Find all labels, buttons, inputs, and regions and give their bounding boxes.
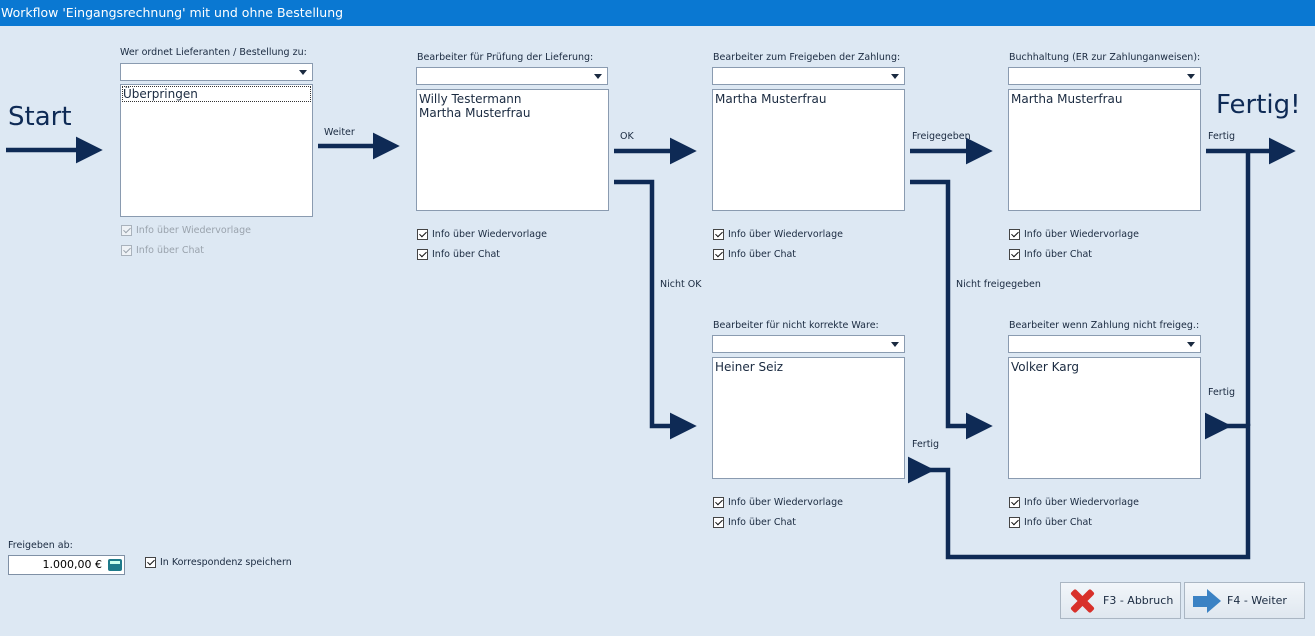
checkbox-icon[interactable] <box>145 556 156 568</box>
freigabe-info-wiedervorlage[interactable]: Info über Wiedervorlage <box>713 227 843 241</box>
list-item[interactable]: Überpringen <box>122 86 311 102</box>
freigabe-info-chat[interactable]: Info über Chat <box>713 247 796 261</box>
freigeben-label: Freigeben ab: <box>8 540 73 551</box>
nicht-korrekt-list[interactable]: Heiner Seiz <box>712 357 905 479</box>
buchhaltung-info-wiedervorlage[interactable]: Info über Wiedervorlage <box>1009 227 1139 241</box>
nicht-korrekt-select[interactable] <box>712 335 905 353</box>
chevron-down-icon[interactable] <box>590 68 607 84</box>
chevron-down-icon[interactable] <box>1183 336 1200 352</box>
chevron-down-icon[interactable] <box>887 68 904 84</box>
nicht-korrekt-label: Bearbeiter für nicht korrekte Ware: <box>713 320 879 331</box>
freigabe-label: Bearbeiter zum Freigeben der Zahlung: <box>713 52 901 63</box>
list-item[interactable]: Martha Musterfrau <box>1011 92 1123 106</box>
list-item[interactable]: Volker Karg <box>1011 360 1079 374</box>
nicht-korrekt-info-wiedervorlage[interactable]: Info über Wiedervorlage <box>713 495 843 509</box>
close-icon <box>1069 589 1095 613</box>
list-item[interactable]: Heiner Seiz <box>715 360 784 374</box>
nicht-freigegeben-label: Bearbeiter wenn Zahlung nicht freigeg.: <box>1009 320 1200 331</box>
checkbox-icon[interactable] <box>713 228 724 240</box>
checkbox-icon[interactable] <box>1009 228 1020 240</box>
buchhaltung-label: Buchhaltung (ER zur Zahlunganweisen): <box>1009 52 1201 63</box>
nicht-korrekt-info-chat[interactable]: Info über Chat <box>713 515 796 529</box>
checkbox-icon[interactable] <box>417 228 428 240</box>
edge-weiter: Weiter <box>324 127 355 138</box>
checkbox-icon[interactable] <box>713 516 724 528</box>
edge-ok: OK <box>620 131 634 142</box>
chevron-down-icon[interactable] <box>887 336 904 352</box>
checkbox-icon[interactable] <box>1009 248 1020 260</box>
freigabe-select[interactable] <box>712 67 905 85</box>
korrespondenz-checkbox[interactable]: In Korrespondenz speichern <box>145 555 292 569</box>
checkbox-icon <box>121 244 132 256</box>
chevron-down-icon[interactable] <box>295 64 312 80</box>
window-title: Workflow 'Eingangsrechnung' mit und ohne… <box>0 0 1315 26</box>
edge-nicht-freigegeben: Nicht freigegeben <box>956 279 1041 290</box>
zuordnung-list[interactable]: Überpringen <box>120 84 313 217</box>
calculator-icon[interactable] <box>108 559 122 571</box>
end-label: Fertig! <box>1216 90 1301 120</box>
pruefung-label: Bearbeiter für Prüfung der Lieferung: <box>417 52 594 63</box>
chevron-down-icon[interactable] <box>1183 68 1200 84</box>
cancel-button[interactable]: F3 - Abbruch <box>1060 582 1181 619</box>
freigabe-list[interactable]: Martha Musterfrau <box>712 89 905 211</box>
edge-fertig-top: Fertig <box>1208 131 1236 142</box>
start-label: Start <box>8 102 72 132</box>
buchhaltung-info-chat[interactable]: Info über Chat <box>1009 247 1092 261</box>
pruefung-select[interactable] <box>416 67 608 85</box>
list-item[interactable]: Martha Musterfrau <box>419 106 531 120</box>
edge-fertig-mid: Fertig <box>1208 387 1236 398</box>
nicht-freigegeben-select[interactable] <box>1008 335 1201 353</box>
list-item[interactable]: Willy Testermann <box>419 92 522 106</box>
checkbox-icon[interactable] <box>1009 496 1020 508</box>
list-item[interactable]: Martha Musterfrau <box>715 92 827 106</box>
nicht-freigegeben-info-chat[interactable]: Info über Chat <box>1009 515 1092 529</box>
checkbox-icon[interactable] <box>713 248 724 260</box>
checkbox-icon[interactable] <box>713 496 724 508</box>
pruefung-info-chat[interactable]: Info über Chat <box>417 247 500 261</box>
edge-freigegeben: Freigegeben <box>912 131 971 142</box>
edge-fertig-low: Fertig <box>912 439 940 450</box>
zuordnung-label: Wer ordnet Lieferanten / Bestellung zu: <box>120 47 307 58</box>
zuordnung-info-chat: Info über Chat <box>121 243 204 257</box>
pruefung-info-wiedervorlage[interactable]: Info über Wiedervorlage <box>417 227 547 241</box>
buchhaltung-select[interactable] <box>1008 67 1201 85</box>
checkbox-icon[interactable] <box>417 248 428 260</box>
edge-nicht-ok: Nicht OK <box>660 279 702 290</box>
zuordnung-select[interactable] <box>120 63 313 81</box>
nicht-freigegeben-list[interactable]: Volker Karg <box>1008 357 1201 479</box>
arrow-right-icon <box>1193 588 1221 613</box>
checkbox-icon <box>121 224 132 236</box>
pruefung-list[interactable]: Willy Testermann Martha Musterfrau <box>416 89 609 211</box>
checkbox-icon[interactable] <box>1009 516 1020 528</box>
nicht-freigegeben-info-wiedervorlage[interactable]: Info über Wiedervorlage <box>1009 495 1139 509</box>
buchhaltung-list[interactable]: Martha Musterfrau <box>1008 89 1201 211</box>
next-button[interactable]: F4 - Weiter <box>1184 582 1305 619</box>
zuordnung-info-wiedervorlage: Info über Wiedervorlage <box>121 223 251 237</box>
freigeben-amount-input[interactable]: 1.000,00 € <box>8 555 125 575</box>
